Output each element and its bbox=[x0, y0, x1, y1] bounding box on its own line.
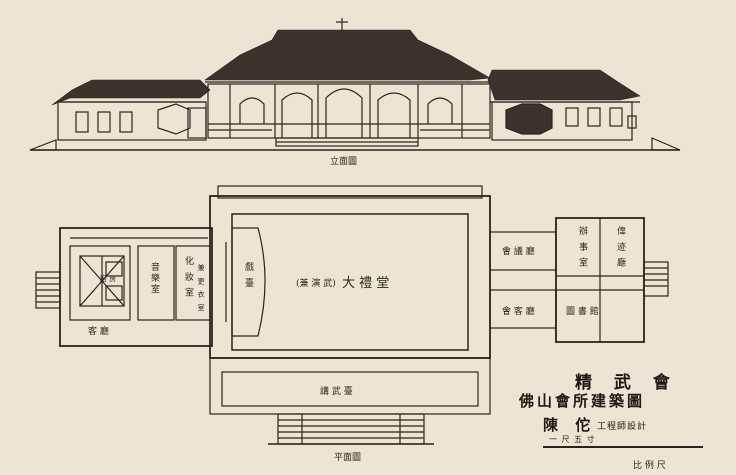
scale-label: 比 例 尺 bbox=[633, 461, 666, 471]
room-library: 圖 書 館 bbox=[566, 307, 599, 317]
room-meeting: 會 議 廳 bbox=[502, 247, 535, 257]
room-main-hall-sub: (兼 演 武) bbox=[296, 279, 336, 289]
room-main-hall: 大 禮 堂 bbox=[342, 276, 390, 291]
room-monument: 偉 迹 廳 bbox=[615, 226, 625, 269]
room-kitchen: 廚 房 bbox=[100, 275, 117, 283]
architect-name: 陳 佗 bbox=[543, 416, 597, 434]
plan-caption: 平面圖 bbox=[334, 453, 362, 463]
title-block: 精 武 會 佛山會所建築圖 陳 佗 工程師設計 一 尺 五 寸 比 例 尺 bbox=[515, 368, 725, 471]
floor-plan bbox=[35, 185, 669, 445]
room-music: 音樂室 bbox=[149, 262, 159, 295]
scale-units: 一 尺 五 寸 bbox=[549, 435, 596, 444]
room-reception: 會 客 廳 bbox=[502, 307, 535, 317]
title-line-1: 精 武 會 bbox=[575, 373, 678, 393]
room-front-veranda: 講 武 臺 bbox=[320, 387, 353, 397]
architect-note: 工程師設計 bbox=[597, 422, 648, 432]
room-note-small: 兼 更 衣 室 bbox=[197, 264, 205, 313]
room-warden: 辦 事 室 bbox=[577, 226, 587, 269]
room-stage: 戲 臺 bbox=[243, 262, 253, 289]
elevation-caption: 立面圖 bbox=[330, 157, 358, 167]
room-office: 化 妝 室 bbox=[183, 256, 193, 299]
front-elevation bbox=[29, 18, 681, 151]
scale-bar bbox=[543, 446, 703, 454]
room-left-corridor: 客 廳 bbox=[88, 327, 109, 337]
title-line-2: 佛山會所建築圖 bbox=[519, 392, 646, 410]
